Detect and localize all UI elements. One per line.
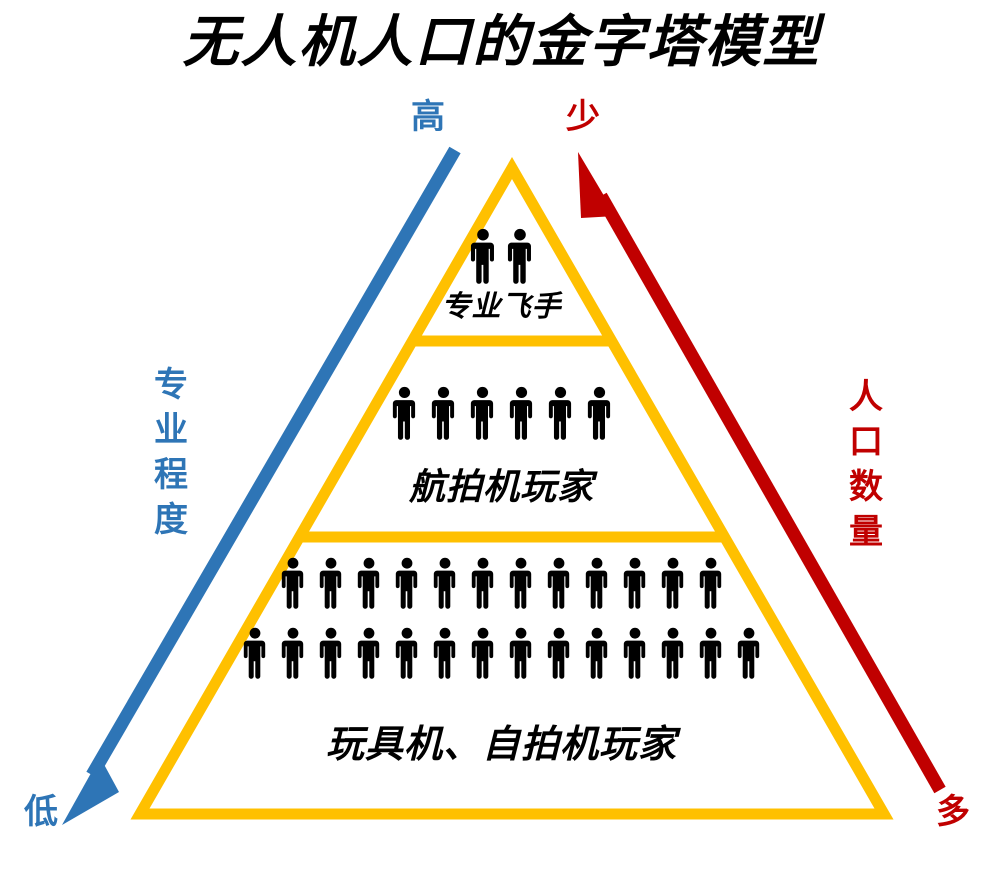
- person-icon: [546, 627, 572, 679]
- person-icon: [318, 557, 344, 609]
- person-icon: [391, 386, 418, 440]
- person-icon: [470, 557, 496, 609]
- person-icon: [547, 386, 574, 440]
- person-icon: [280, 557, 306, 609]
- axis-label-professionalism: 专业程度: [154, 365, 188, 540]
- person-icon: [280, 627, 306, 679]
- person-icon: [506, 228, 534, 284]
- axis-cap-low: 低: [24, 792, 58, 832]
- person-icon: [546, 557, 572, 609]
- person-icon: [508, 627, 534, 679]
- people-row-bottom-2: [0, 627, 1003, 679]
- axis-cap-many: 多: [936, 792, 970, 832]
- person-icon: [394, 557, 420, 609]
- axis-cap-few: 少: [566, 97, 600, 137]
- person-icon: [584, 557, 610, 609]
- person-icon: [469, 228, 497, 284]
- arrow-down-left-icon: [62, 146, 461, 825]
- axis-label-population: 人口数量: [849, 377, 883, 552]
- people-row-middle: [0, 386, 1003, 440]
- person-icon: [660, 627, 686, 679]
- person-icon: [736, 627, 762, 679]
- person-icon: [432, 557, 458, 609]
- pyramid-outline: [130, 156, 894, 820]
- person-icon: [432, 627, 458, 679]
- person-icon: [470, 627, 496, 679]
- person-icon: [242, 627, 268, 679]
- person-icon: [660, 557, 686, 609]
- people-row-top: [0, 228, 1003, 284]
- person-icon: [318, 627, 344, 679]
- person-icon: [586, 386, 613, 440]
- person-icon: [584, 627, 610, 679]
- person-icon: [622, 627, 648, 679]
- person-icon: [469, 386, 496, 440]
- person-icon: [430, 386, 457, 440]
- tier-label-aerial: 航拍机玩家: [408, 467, 594, 508]
- person-icon: [622, 557, 648, 609]
- person-icon: [508, 386, 535, 440]
- tier-label-toy: 玩具机、自拍机玩家: [325, 722, 677, 766]
- page-title: 无人机人口的金字塔模型: [182, 10, 821, 75]
- person-icon: [698, 627, 724, 679]
- people-row-bottom-1: [0, 557, 1003, 609]
- person-icon: [356, 627, 382, 679]
- person-icon: [394, 627, 420, 679]
- axis-cap-high: 高: [411, 97, 445, 137]
- person-icon: [508, 557, 534, 609]
- person-icon: [698, 557, 724, 609]
- arrow-up-left-icon: [578, 152, 946, 794]
- tier-label-professional: 专业飞手: [441, 289, 562, 323]
- person-icon: [356, 557, 382, 609]
